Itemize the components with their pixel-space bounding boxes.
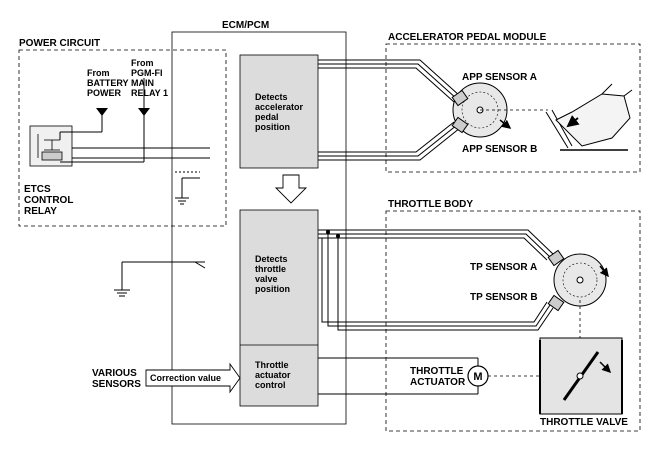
battery-terminal-icon — [96, 108, 108, 116]
battery-label: From BATTERY POWER — [87, 68, 129, 98]
actuator-wiring — [318, 357, 479, 395]
tp-sensor-a-label: TP SENSOR A — [470, 262, 538, 273]
correction-value-label: Correction value — [150, 373, 222, 383]
pedal-detect-label: Detects accelerator pedal position — [255, 92, 304, 132]
throttle-body-title: THROTTLE BODY — [388, 199, 473, 210]
actuator-control-label: Throttle actuator control — [255, 360, 291, 390]
tp-sensor-disc — [547, 249, 607, 312]
pedal-press-arrow — [566, 115, 580, 128]
pgmfi-label: From PGM-FI MAIN RELAY 1 — [131, 58, 169, 98]
app-sensor-b-label: APP SENSOR B — [462, 144, 538, 155]
throttle-valve-label: THROTTLE VALVE — [540, 417, 628, 428]
pedal-detect-block — [239, 54, 319, 169]
wire-junction-1 — [326, 230, 330, 234]
valve-rotation-arrow — [599, 361, 612, 374]
tp-sensor-b-label: TP SENSOR B — [470, 292, 538, 303]
app-sensor-b-wiring — [318, 121, 461, 161]
power-circuit-title: POWER CIRCUIT — [19, 38, 101, 49]
power-wires — [59, 78, 210, 198]
throttle-detect-block — [239, 209, 319, 407]
power-circuit-box — [18, 49, 227, 227]
throttle-actuator-label: THROTTLE ACTUATOR — [410, 366, 466, 388]
throttle-valve-icon — [539, 337, 623, 415]
throttle-body-box — [385, 210, 641, 432]
motor-symbol: M — [473, 371, 482, 383]
throttle-detect-label: Detects throttle valve position — [255, 254, 290, 294]
various-sensors-label: VARIOUS SENSORS — [92, 368, 141, 390]
app-sensor-a-wiring — [318, 59, 461, 103]
relay-label: ETCS CONTROL RELAY — [24, 184, 74, 217]
flow-down-arrow — [274, 174, 308, 204]
ecm-box — [171, 31, 347, 425]
relay-ground-icon — [175, 197, 189, 205]
ecm-title: ECM/PCM — [222, 20, 270, 31]
accelerator-pedal-icon — [545, 83, 633, 151]
tp-rotation-arrow — [599, 265, 609, 278]
correction-value-arrow — [145, 362, 241, 394]
pgmfi-terminal-icon — [138, 108, 150, 116]
tp-sensor-a-wiring — [318, 229, 554, 261]
tp-sensor-b-wiring — [321, 232, 554, 331]
app-sensor-a-label: APP SENSOR A — [462, 72, 538, 83]
pedal-module-title: ACCELERATOR PEDAL MODULE — [388, 32, 547, 43]
pedal-module-box — [385, 43, 641, 173]
ecm-ground-icon — [114, 261, 206, 297]
relay-symbol — [29, 125, 73, 167]
app-rotation-arrow — [499, 119, 512, 129]
wire-junction-2 — [336, 234, 340, 238]
